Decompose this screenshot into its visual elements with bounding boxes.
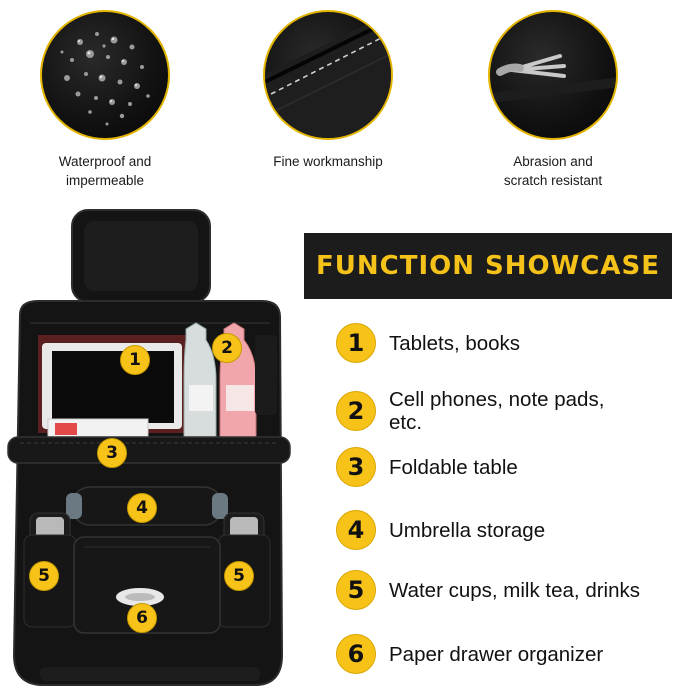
- number-badge: 3: [336, 447, 376, 487]
- feature-caption: Waterproof and impermeable: [58, 154, 152, 188]
- function-item: 2 Cell phones, note pads, etc.: [336, 388, 604, 434]
- function-label: Cell phones, note pads, etc.: [389, 388, 605, 434]
- feature-caption: Abrasion and scratch resistant: [503, 154, 603, 188]
- number-badge: 2: [336, 391, 376, 431]
- feature-waterproof: Waterproof and impermeable: [35, 10, 175, 190]
- product-marker: 2: [212, 333, 242, 363]
- function-item: 5 Water cups, milk tea, drinks: [336, 570, 640, 610]
- function-label: Umbrella storage: [389, 518, 546, 542]
- function-item: 1 Tablets, books: [336, 323, 520, 363]
- number-badge: 5: [336, 570, 376, 610]
- function-label: Tablets, books: [389, 331, 521, 355]
- number-badge: 6: [336, 634, 376, 674]
- stitching-icon: [263, 10, 393, 140]
- function-item: 6 Paper drawer organizer: [336, 634, 603, 674]
- seat-organizer-image: 1 2 3 4 5 5 6: [0, 205, 300, 700]
- feature-workmanship: Fine workmanship: [258, 10, 398, 171]
- product-marker: 5: [29, 561, 59, 591]
- showcase-title: FUNCTION SHOWCASE: [304, 233, 672, 299]
- function-label: Paper drawer organizer: [389, 642, 604, 666]
- fork-scratch-icon: [488, 10, 618, 140]
- water-drops-icon: [40, 10, 170, 140]
- number-badge: 4: [336, 510, 376, 550]
- product-marker: 3: [97, 438, 127, 468]
- function-item: 4 Umbrella storage: [336, 510, 545, 550]
- product-marker: 4: [127, 493, 157, 523]
- product-marker: 1: [120, 345, 150, 375]
- feature-abrasion: Abrasion and scratch resistant: [483, 10, 623, 190]
- product-marker: 5: [224, 561, 254, 591]
- function-item: 3 Foldable table: [336, 447, 518, 487]
- product-marker: 6: [127, 603, 157, 633]
- number-badge: 1: [336, 323, 376, 363]
- feature-caption: Fine workmanship: [273, 154, 383, 169]
- function-label: Foldable table: [389, 455, 518, 479]
- function-label: Water cups, milk tea, drinks: [389, 578, 641, 602]
